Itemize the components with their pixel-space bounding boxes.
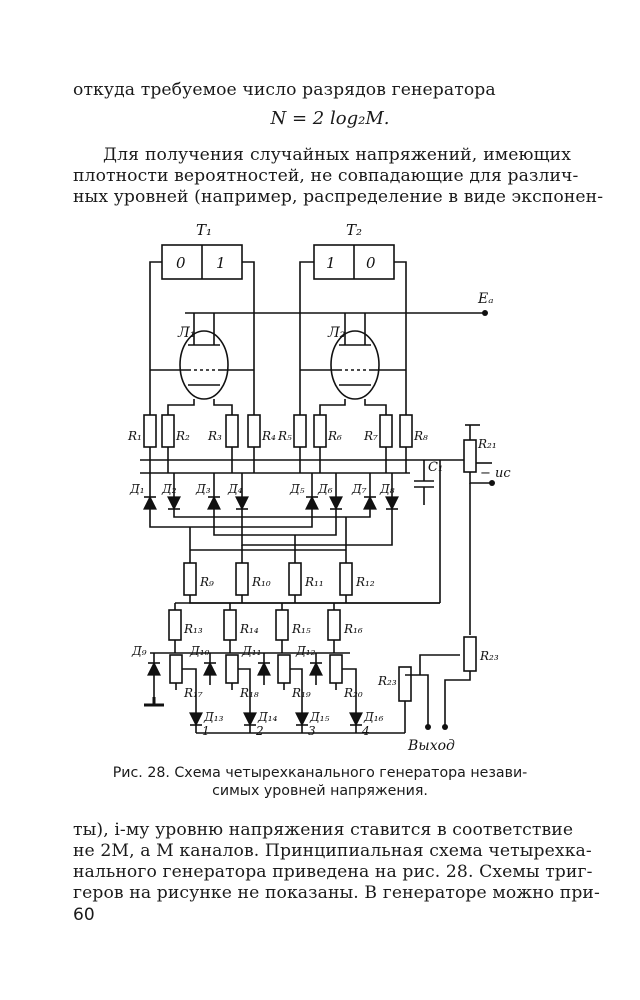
pot-r21: R₂₁ − uc <box>463 424 511 486</box>
svg-text:Д₆: Д₆ <box>317 482 333 496</box>
svg-text:R₁₃: R₁₃ <box>183 622 203 636</box>
trigger-t1-cell-0: 0 <box>176 254 186 272</box>
svg-text:R₂₃: R₂₃ <box>377 674 397 688</box>
svg-text:R₁₄: R₁₄ <box>239 622 259 636</box>
svg-text:4: 4 <box>361 724 370 738</box>
svg-text:R₁₉: R₁₉ <box>291 686 311 700</box>
circuit-diagram: T₁ 0 1 T₂ 1 0 Eₐ Л₁ Л₂ <box>127 221 511 754</box>
svg-text:Д₇: Д₇ <box>351 482 367 496</box>
svg-text:Д₁₁: Д₁₁ <box>241 644 261 658</box>
svg-text:Д₁₆: Д₁₆ <box>363 710 384 724</box>
svg-text:R₁₇: R₁₇ <box>183 686 203 700</box>
top-resistors: R₁ R₂ R₃ R₄ R₅ R₆ R₇ R₈ <box>127 414 428 448</box>
svg-text:Д₃: Д₃ <box>195 482 211 496</box>
svg-text:R₄: R₄ <box>261 429 276 443</box>
svg-text:3: 3 <box>308 724 316 738</box>
svg-text:Д₈: Д₈ <box>379 482 395 496</box>
tube-l2: Л₂ <box>327 313 380 400</box>
page-number: 60 <box>73 905 95 925</box>
trigger-t2-label: T₂ <box>346 221 362 239</box>
output-diodes: Д₁₃ Д₁₄ Д₁₅ Д₁₆ 1 2 3 4 <box>189 710 384 738</box>
svg-text:R₁₁: R₁₁ <box>304 575 324 589</box>
svg-text:R₂: R₂ <box>175 429 190 443</box>
svg-text:− uc: − uc <box>480 466 511 481</box>
pot-r23-left: R₂₃ <box>377 666 429 733</box>
svg-text:R₆: R₆ <box>327 429 342 443</box>
tube-l1-label: Л₁ <box>177 325 195 341</box>
text-line: ты), i-му уровню напряжения ставится в с… <box>73 820 574 840</box>
trigger-t2-cell-1: 0 <box>366 254 376 272</box>
text-line: нального генератора приведена на рис. 28… <box>73 862 593 882</box>
svg-text:R₉: R₉ <box>199 575 214 589</box>
svg-text:Д₁₀: Д₁₀ <box>189 644 210 658</box>
capacitor-c1: C₁ <box>414 460 443 505</box>
formula: N = 2 log₂M. <box>270 108 390 129</box>
trigger-t2-cell-0: 1 <box>326 254 336 272</box>
svg-text:R₁: R₁ <box>127 429 142 443</box>
text-line: откуда требуемое число разрядов генерато… <box>73 80 496 100</box>
svg-text:Д₂: Д₂ <box>161 482 177 496</box>
svg-text:2: 2 <box>255 724 264 738</box>
text-line: геров на рисунке не показаны. В генерато… <box>73 883 600 903</box>
svg-text:Д₁₄: Д₁₄ <box>257 710 278 724</box>
trigger-t1-cell-1: 1 <box>216 254 226 272</box>
tube-l1: Л₁ <box>177 313 229 400</box>
svg-text:Д₁₃: Д₁₃ <box>203 710 224 724</box>
svg-text:R₁₈: R₁₈ <box>239 686 259 700</box>
output-label: Выход <box>407 738 455 754</box>
svg-text:R₁₀: R₁₀ <box>251 575 271 589</box>
mid-resistors: R₉ R₁₀ R₁₁ R₁₂ <box>183 562 375 596</box>
svg-text:Д₅: Д₅ <box>289 482 305 496</box>
svg-text:R₅: R₅ <box>277 429 292 443</box>
text-line: ных уровней (например, распределение в в… <box>73 187 604 207</box>
channel-pots: R₁₇ R₁₈ R₁₉ R₂₀ <box>169 654 363 700</box>
pot-r23-right: R₂₃ <box>419 636 499 725</box>
figure-caption: Рис. 28. Схема четырехканального генерат… <box>112 765 528 781</box>
svg-text:R₁₂: R₁₂ <box>355 575 375 589</box>
lower-resistors: R₁₃ R₁₄ R₁₅ R₁₆ <box>168 609 363 641</box>
trigger-t1: T₁ 0 1 <box>161 221 243 280</box>
svg-text:R₁₅: R₁₅ <box>291 622 311 636</box>
text-line: Для получения случайных напряжений, имею… <box>103 145 571 165</box>
svg-text:R₂₁: R₂₁ <box>477 437 497 451</box>
svg-text:R₁₆: R₁₆ <box>343 622 363 636</box>
svg-text:R₂₃: R₂₃ <box>479 649 499 663</box>
svg-text:Д₉: Д₉ <box>131 644 147 658</box>
trigger-t1-label: T₁ <box>196 221 212 239</box>
trigger-t2: T₂ 1 0 <box>313 221 395 280</box>
upper-diodes: Д₁ Д₂ Д₃ Д₄ Д₅ Д₆ Д₇ Д₈ <box>129 482 399 511</box>
text-line: плотности вероятностей, не совпадающие д… <box>73 166 579 186</box>
svg-text:Д₁: Д₁ <box>129 482 145 496</box>
svg-text:R₇: R₇ <box>363 429 378 443</box>
svg-text:1: 1 <box>202 724 210 738</box>
svg-text:Д₄: Д₄ <box>227 482 243 496</box>
tube-l2-label: Л₂ <box>327 325 346 341</box>
figure-caption: симых уровней напряжения. <box>212 783 428 799</box>
svg-text:R₈: R₈ <box>413 429 428 443</box>
supply-label: Eₐ <box>477 291 493 307</box>
svg-text:Д₁₅: Д₁₅ <box>309 710 330 724</box>
svg-text:Д₁₂: Д₁₂ <box>295 644 316 658</box>
svg-text:R₂₀: R₂₀ <box>343 686 363 700</box>
svg-text:C₁: C₁ <box>428 460 443 475</box>
text-line: не 2M, а M каналов. Принципиальная схема… <box>73 841 592 861</box>
svg-text:R₃: R₃ <box>207 429 222 443</box>
